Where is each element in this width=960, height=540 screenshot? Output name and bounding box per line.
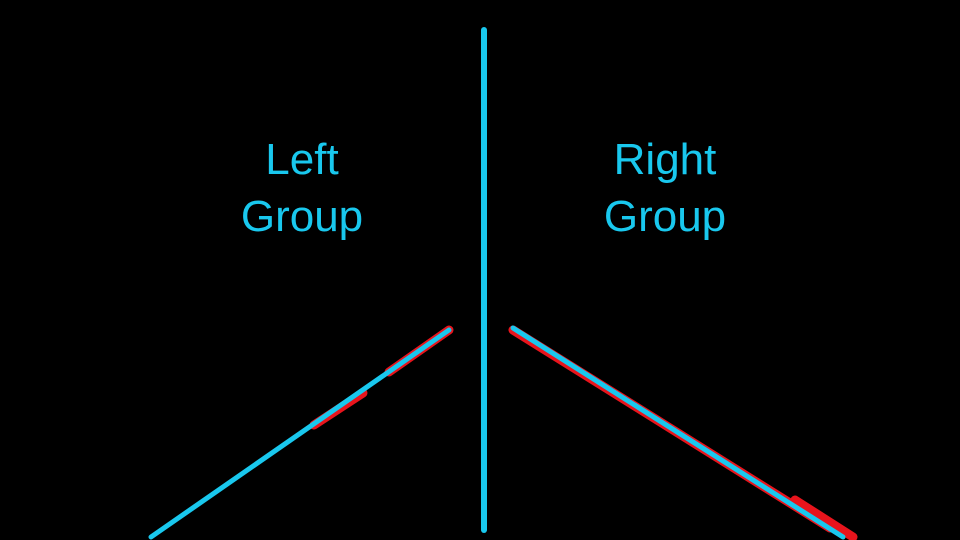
left-diagonal-line [148, 327, 452, 540]
right-group-label-line1: Right [613, 135, 717, 184]
left-group-label-line1: Left [265, 135, 339, 184]
left-group-label-line2: Group [240, 192, 364, 241]
right-diagonal-line [510, 325, 846, 540]
right-group-label: Right Group [545, 131, 785, 245]
right-group-label-line2: Group [603, 192, 727, 241]
left-group-label: Left Group [182, 131, 422, 245]
